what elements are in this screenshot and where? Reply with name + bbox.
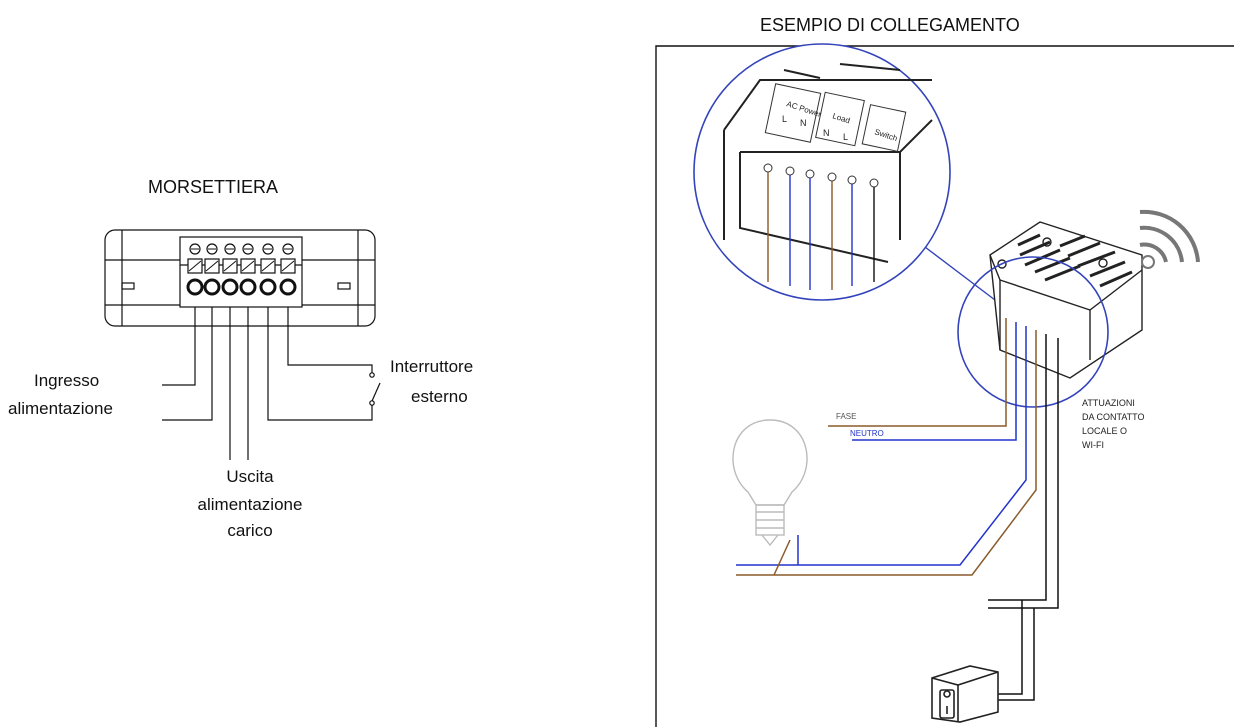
wire: [852, 322, 1017, 441]
terminal-block-diagram: [104, 229, 381, 460]
zoom-detail: AC Power L N Load N L Switch: [693, 43, 951, 301]
wire: [828, 318, 1007, 427]
light-bulb-icon: [732, 419, 808, 547]
smart-relay-module: [989, 221, 1143, 379]
zoom-circle: [693, 43, 951, 301]
note-line-2: DA CONTATTO: [1082, 412, 1145, 422]
zoom-ac-n-label: N: [800, 118, 807, 128]
wire: [736, 326, 1027, 566]
terminal-screw: [239, 243, 257, 296]
wire: [998, 608, 1035, 701]
input-label-line1: Ingresso: [34, 371, 100, 390]
terminal-screw: [221, 243, 239, 296]
terminal-block-title: MORSETTIERA: [148, 177, 279, 197]
terminal-screw: [203, 243, 221, 296]
terminal-screw: [259, 243, 277, 296]
output-label-line3: carico: [227, 521, 273, 540]
neutral-wire-label: NEUTRO: [850, 429, 884, 438]
note-line-4: WI-FI: [1082, 440, 1104, 450]
zoom-load-l-label: L: [843, 132, 848, 142]
switch-label-line2: esterno: [411, 387, 468, 406]
wire: [988, 338, 1059, 609]
diagram-frame: [655, 45, 1234, 727]
output-label-line2: alimentazione: [197, 495, 303, 514]
zoom-ac-l-label: L: [782, 114, 787, 124]
zoom-load-n-label: N: [823, 128, 830, 138]
wire: [998, 600, 1023, 695]
zoom-connector-line: [924, 246, 996, 301]
wifi-signal-icon: [1139, 209, 1200, 269]
input-label-line2: alimentazione: [8, 399, 113, 418]
terminal-highlight-circle: [957, 256, 1109, 408]
wire: [773, 539, 791, 576]
main-wiring: [736, 318, 1059, 701]
wire: [988, 334, 1047, 601]
terminal-screws: [186, 243, 297, 296]
terminal-screw: [279, 243, 297, 296]
phase-wire-label: FASE: [836, 412, 856, 421]
zoom-wires: [763, 163, 879, 290]
rocker-switch-icon: [931, 665, 999, 723]
switch-label-line1: Interruttore: [390, 357, 474, 376]
note-line-1: ATTUAZIONI: [1082, 398, 1135, 408]
output-label-line1: Uscita: [226, 467, 274, 486]
terminal-screw: [186, 243, 204, 296]
wire: [736, 330, 1037, 576]
terminal-wires: [162, 307, 381, 460]
connection-example-title: ESEMPIO DI COLLEGAMENTO: [760, 15, 1020, 35]
note-line-3: LOCALE O: [1082, 426, 1127, 436]
